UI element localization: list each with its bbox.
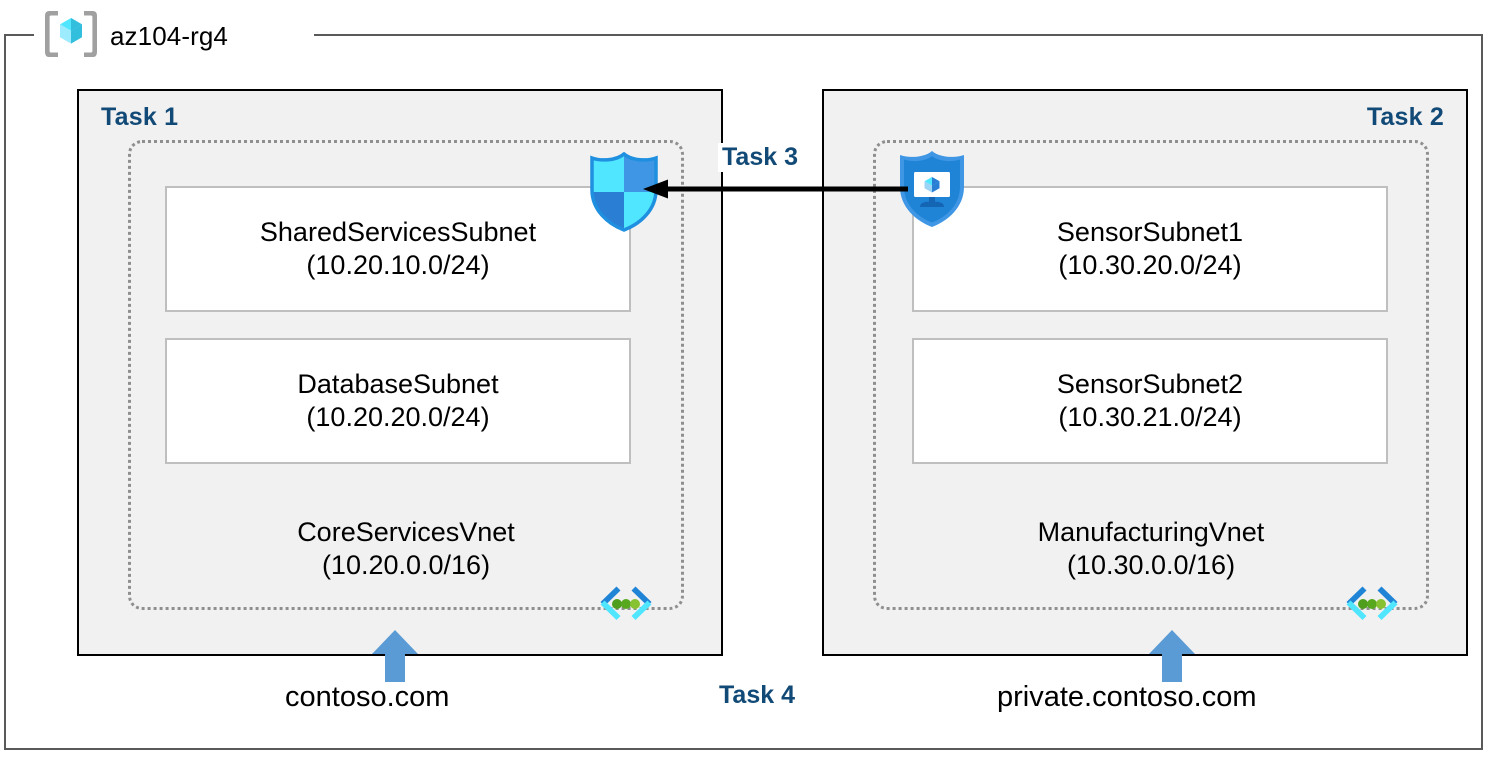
vnet-caption-manufacturing: ManufacturingVnet (10.30.0.0/16) — [873, 516, 1429, 582]
subnet-cidr: (10.20.10.0/24) — [306, 250, 490, 280]
task-label-2: Task 2 — [1366, 103, 1444, 131]
vnet-box-manufacturing — [873, 140, 1429, 610]
subnet-name: SharedServicesSubnet — [259, 217, 537, 248]
network-security-group-shield-icon — [588, 151, 660, 232]
dns-up-arrow-icon-right — [1148, 630, 1196, 682]
dns-zone-label-right: private.contoso.com — [997, 681, 1257, 713]
vnet-name: ManufacturingVnet — [1037, 517, 1265, 547]
vnet-caption-coreservices: CoreServicesVnet (10.20.0.0/16) — [128, 516, 684, 582]
dns-up-arrow-icon-left — [371, 630, 419, 682]
vnet-cidr: (10.30.0.0/16) — [1066, 549, 1236, 580]
subnet-cidr: (10.30.20.0/24) — [1058, 250, 1242, 280]
subnet-cidr: (10.30.21.0/24) — [1058, 402, 1242, 432]
dns-zone-label-left: contoso.com — [285, 681, 450, 713]
peering-arrow-icon — [640, 176, 908, 202]
vnet-box-coreservices — [128, 140, 684, 610]
virtual-network-icon — [592, 582, 660, 628]
resource-group-frame — [4, 34, 1483, 750]
task-label-1: Task 1 — [101, 103, 179, 131]
subnet-name: SensorSubnet2 — [1056, 369, 1244, 400]
subnet-name: DatabaseSubnet — [297, 369, 499, 400]
subnet-box-sharedservices: SharedServicesSubnet (10.20.10.0/24) — [165, 186, 631, 312]
azure-resource-group-icon — [42, 8, 100, 65]
vnet-cidr: (10.20.0.0/16) — [321, 549, 491, 580]
resource-group-title: az104-rg4 — [42, 10, 228, 62]
azure-firewall-shield-icon — [896, 149, 968, 229]
subnet-box-database: DatabaseSubnet (10.20.20.0/24) — [165, 338, 631, 464]
subnet-name: SensorSubnet1 — [1056, 217, 1244, 248]
task-label-4: Task 4 — [719, 681, 795, 709]
vnet-name: CoreServicesVnet — [297, 517, 515, 547]
task-label-3: Task 3 — [718, 143, 802, 172]
subnet-box-sensor1: SensorSubnet1 (10.30.20.0/24) — [912, 186, 1388, 312]
subnet-box-sensor2: SensorSubnet2 (10.30.21.0/24) — [912, 338, 1388, 464]
subnet-cidr: (10.20.20.0/24) — [306, 402, 490, 432]
virtual-network-icon — [1338, 582, 1406, 628]
resource-group-name: az104-rg4 — [110, 20, 228, 51]
